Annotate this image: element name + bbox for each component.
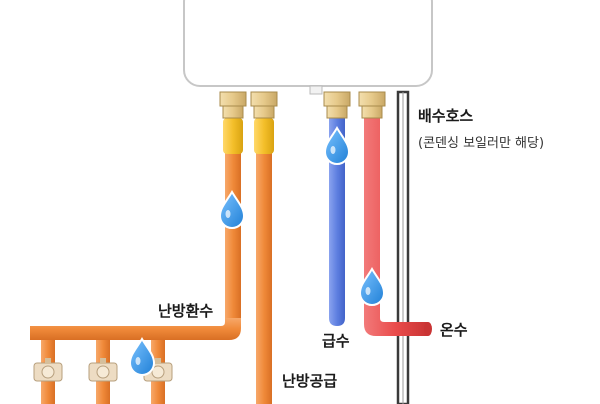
valve (33, 358, 63, 382)
pipe-fittings (219, 91, 386, 119)
drain-hose (396, 90, 410, 404)
fitting-heating-return (219, 91, 247, 119)
water-drop-icon (128, 337, 156, 376)
label-heating-supply: 난방공급 (282, 372, 338, 390)
label-drain-note: (콘덴싱 보일러만 해당) (418, 136, 545, 151)
heating-supply-pipe (256, 150, 272, 404)
water-drop-icon (358, 267, 386, 306)
fitting-heating-supply (250, 91, 278, 119)
heating-pipe-insulation (223, 118, 274, 154)
fitting-hot-water (358, 91, 386, 119)
label-drain-hose: 배수호스 (418, 107, 474, 125)
boiler-unit (183, 0, 433, 95)
label-cold-water: 급수 (322, 332, 350, 350)
cold-water-pipe (329, 118, 345, 326)
label-hot-water: 온수 (440, 321, 468, 339)
valve (88, 358, 118, 382)
water-drop-icon (218, 190, 246, 229)
fitting-cold-water (323, 91, 351, 119)
water-drop-icon (323, 126, 351, 165)
label-heating-return: 난방환수 (158, 302, 214, 320)
